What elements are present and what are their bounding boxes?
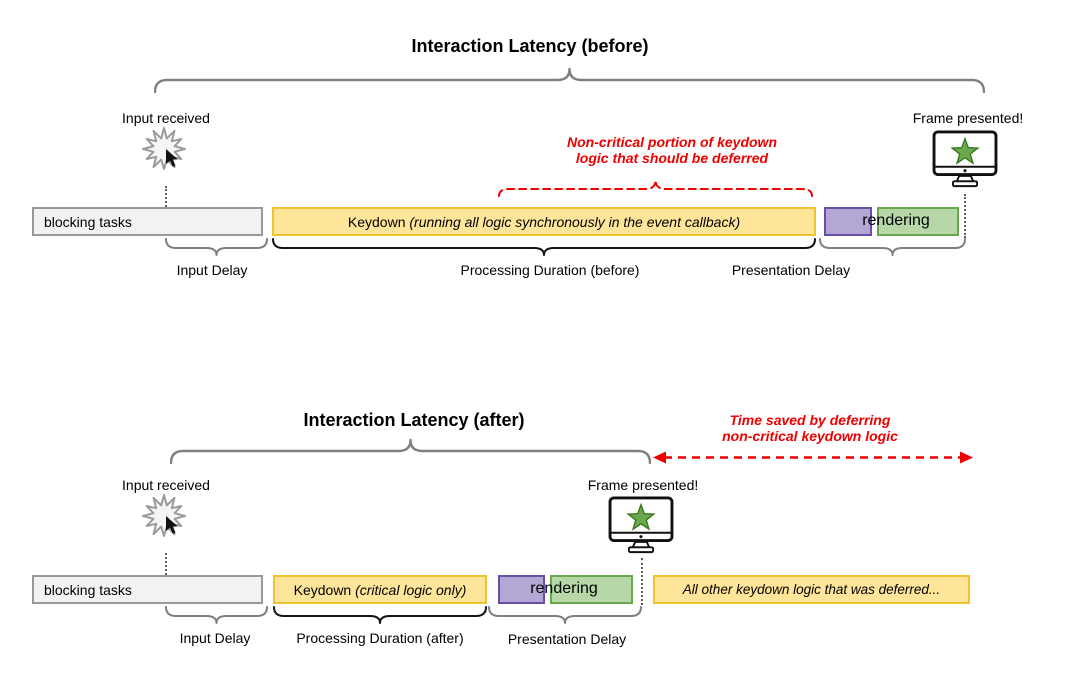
star-icon [626, 502, 656, 531]
before-title: Interaction Latency (before) [411, 36, 649, 56]
monitor-star-icon [608, 496, 674, 554]
before-rendering-label: rendering [862, 212, 930, 229]
before-presentation-brace [819, 238, 966, 256]
after-paint-bar [498, 575, 545, 604]
before-blocking-tasks-text: blocking tasks [44, 213, 132, 230]
after-input-delay-label: Input Delay [179, 630, 251, 646]
after-processing-label: Processing Duration (after) [296, 630, 464, 646]
click-starburst-icon [142, 127, 186, 170]
mouse-cursor-icon [166, 149, 178, 167]
after-time-saved-line2: non-critical keydown logic [722, 428, 898, 444]
before-keydown-text: Keydown [347, 213, 406, 230]
before-deferred-note: Non-critical portion of keydown logic th… [512, 134, 832, 166]
after-presentation-brace [488, 606, 642, 624]
after-frame-connector-line [641, 558, 643, 605]
after-frame-presented-label: Frame presented! [587, 477, 699, 493]
before-paint-bar [824, 207, 872, 236]
after-input-connector-line [165, 553, 167, 575]
before-input-delay-label: Input Delay [176, 262, 248, 278]
after-deferred-logic-text: All other keydown logic that was deferre… [682, 582, 941, 597]
after-processing-brace [273, 606, 487, 624]
after-presentation-label: Presentation Delay [507, 631, 627, 647]
before-overall-brace [154, 67, 985, 94]
star-icon [950, 136, 980, 165]
after-input-received-label: Input received [122, 477, 210, 493]
before-frame-presented-label: Frame presented! [912, 110, 1024, 126]
after-keydown-text: Keydown [293, 581, 352, 598]
after-time-saved-arrow [653, 451, 973, 464]
monitor-star-icon [932, 130, 998, 188]
after-keydown-detail-text: (critical logic only) [355, 581, 467, 598]
before-deferred-note-line1: Non-critical portion of keydown [566, 134, 777, 150]
after-overall-brace [170, 438, 651, 465]
after-time-saved-line1: Time saved by deferring [729, 412, 891, 428]
click-starburst-icon [142, 494, 186, 537]
before-input-connector-line [165, 186, 167, 207]
before-processing-label: Processing Duration (before) [460, 262, 640, 278]
after-input-delay-brace [165, 606, 268, 624]
after-keydown-bar: Keydown (critical logic only) [273, 575, 487, 604]
before-deferred-note-line2: logic that should be deferred [575, 150, 769, 166]
before-input-delay-brace [165, 238, 268, 256]
after-deferred-logic-bar: All other keydown logic that was deferre… [653, 575, 970, 604]
before-presentation-label: Presentation Delay [731, 262, 851, 278]
before-input-received-label: Input received [122, 110, 210, 126]
before-frame-connector-line [964, 194, 966, 238]
after-time-saved-note: Time saved by deferring non-critical key… [650, 412, 970, 444]
after-render-bar [550, 575, 633, 604]
after-blocking-tasks-bar: blocking tasks [32, 575, 263, 604]
before-blocking-tasks-bar: blocking tasks [32, 207, 263, 236]
before-render-bar [877, 207, 959, 236]
before-keydown-detail-text: (running all logic synchronously in the … [409, 213, 741, 230]
before-deferred-region-brace [498, 179, 813, 197]
before-keydown-bar: Keydown (running all logic synchronously… [272, 207, 816, 236]
mouse-cursor-icon [166, 516, 178, 534]
after-rendering-label: rendering [530, 580, 598, 597]
after-blocking-tasks-text: blocking tasks [44, 581, 132, 598]
before-processing-brace [272, 238, 816, 256]
after-title: Interaction Latency (after) [303, 410, 525, 430]
